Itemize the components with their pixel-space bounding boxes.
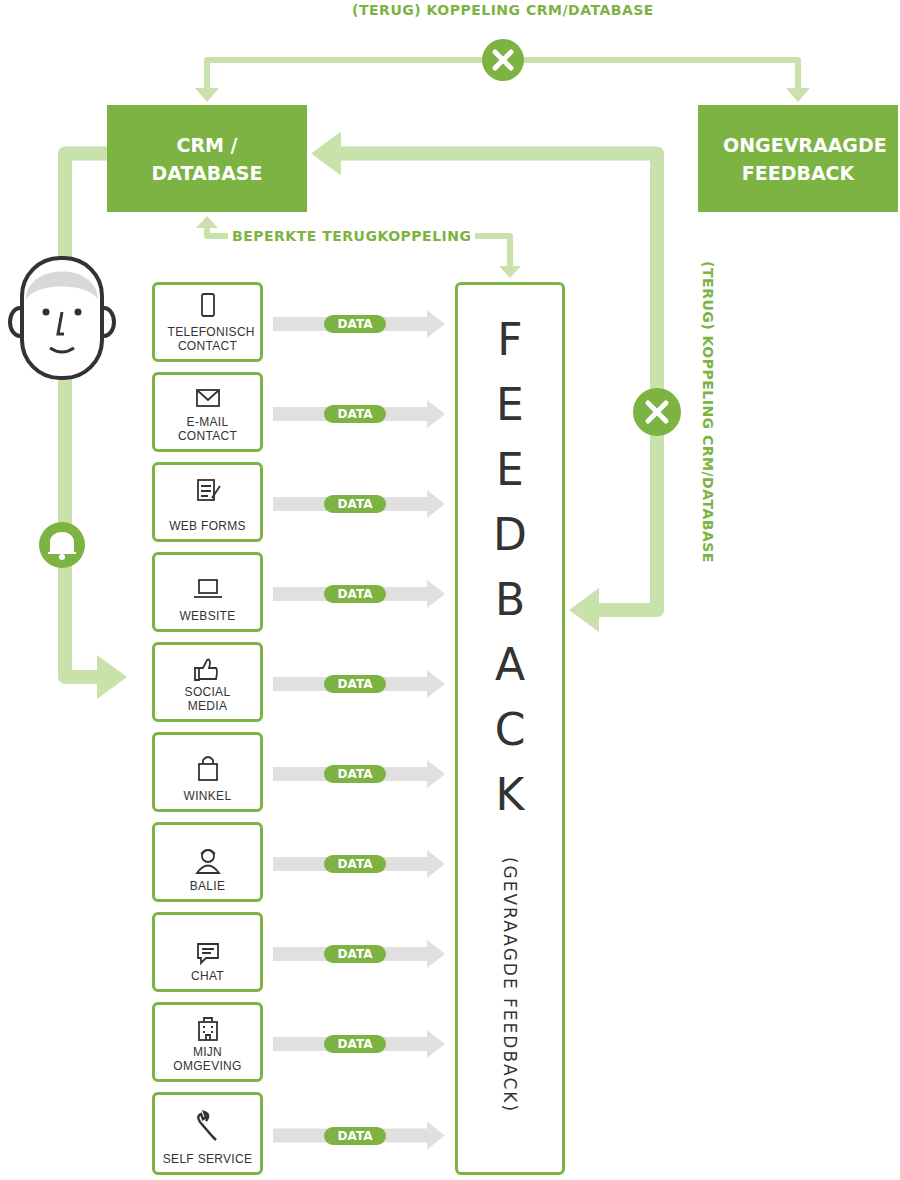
- channel-label: E-MAIL CONTACT: [168, 415, 248, 443]
- channel-label: WINKEL: [168, 789, 248, 803]
- customer-face: [10, 258, 114, 378]
- box-title: ONGEVRAAGDE FEEDBACK: [723, 131, 873, 187]
- column-title: FEEDBACK: [488, 307, 532, 827]
- connector-label: (TERUG) KOPPELING CRM/DATABASE: [700, 257, 716, 567]
- channel-box: SELF SERVICE: [152, 1092, 263, 1175]
- channel-label: WEBSITE: [168, 609, 248, 623]
- connector: [273, 1122, 445, 1150]
- channel-box: CHAT: [152, 912, 263, 992]
- channel-label: SELF SERVICE: [158, 1152, 258, 1166]
- bell-icon: [39, 522, 85, 568]
- data-pill: DATA: [324, 1035, 387, 1053]
- connector: [311, 132, 657, 633]
- connector: [273, 850, 445, 878]
- connector: [273, 670, 445, 698]
- data-pill: DATA: [324, 495, 387, 513]
- connector: [273, 310, 445, 338]
- connector-label: BEPERKTE TERUGKOPPELING: [228, 228, 475, 244]
- channel-label: MIJN OMGEVING: [168, 1045, 248, 1073]
- channel-box: TELEFONISCH CONTACT: [152, 282, 263, 362]
- connector: [273, 940, 445, 968]
- data-pill: DATA: [324, 675, 387, 693]
- channel-box: WEB FORMS: [152, 462, 263, 542]
- channel-box: WEBSITE: [152, 552, 263, 632]
- channel-label: WEB FORMS: [168, 519, 248, 533]
- connector-label: (TERUG) KOPPELING CRM/DATABASE: [348, 2, 658, 18]
- connector: [273, 760, 445, 788]
- box-title: CRM / DATABASE: [132, 131, 282, 187]
- connector: [65, 154, 127, 700]
- data-pill: DATA: [324, 855, 387, 873]
- channel-box: E-MAIL CONTACT: [152, 372, 263, 452]
- channel-box: MIJN OMGEVING: [152, 1002, 263, 1082]
- blocked-link-icon: [633, 388, 681, 436]
- connector: [273, 400, 445, 428]
- column-subtitle: (GEVRAAGDE FEEDBACK): [500, 857, 520, 1113]
- data-pill: DATA: [324, 1127, 387, 1145]
- data-pill: DATA: [324, 315, 387, 333]
- feedback-column: FEEDBACK (GEVRAAGDE FEEDBACK): [455, 282, 565, 1175]
- channel-label: SOCIAL MEDIA: [168, 685, 248, 713]
- channel-box: BALIE: [152, 822, 263, 902]
- channel-label: CHAT: [168, 969, 248, 983]
- data-pill: DATA: [324, 945, 387, 963]
- channel-label: BALIE: [168, 879, 248, 893]
- connector: [273, 490, 445, 518]
- data-pill: DATA: [324, 765, 387, 783]
- connector: [273, 1030, 445, 1058]
- connector: [196, 216, 521, 278]
- feedback-source-box: ONGEVRAAGDE FEEDBACK: [698, 105, 898, 212]
- data-pill: DATA: [324, 585, 387, 603]
- blocked-link-icon: [482, 39, 524, 81]
- channel-label: TELEFONISCH CONTACT: [168, 325, 248, 353]
- connector: [273, 580, 445, 608]
- database-box: CRM / DATABASE: [107, 105, 307, 212]
- channel-box: WINKEL: [152, 732, 263, 812]
- data-pill: DATA: [324, 405, 387, 423]
- channel-box: SOCIAL MEDIA: [152, 642, 263, 722]
